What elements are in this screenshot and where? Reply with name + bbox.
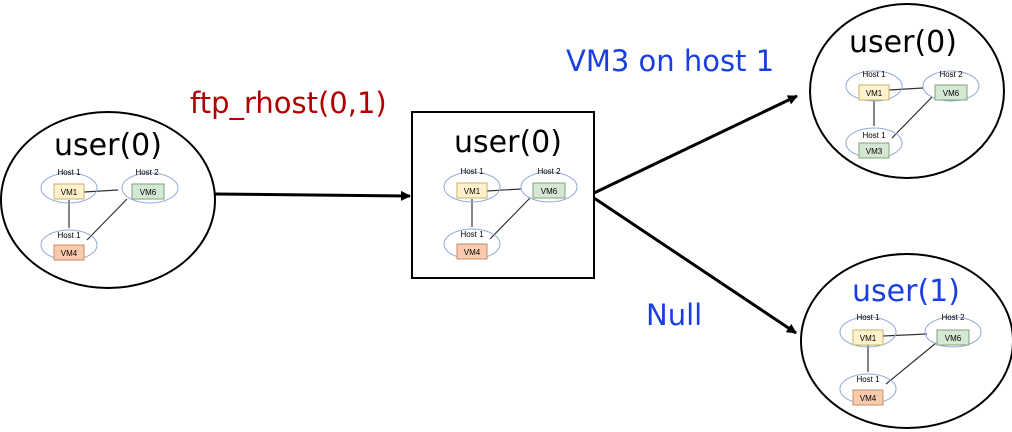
- host-label-bottom: Host 1: [862, 131, 886, 140]
- host-label-bottom: Host 1: [460, 230, 484, 239]
- vm-top-left: [858, 84, 890, 101]
- host-group-top-right: [924, 316, 982, 348]
- host-label-top-left: Host 1: [862, 70, 886, 79]
- vm-bottom: [53, 244, 85, 261]
- state-upper-result-title: user(0): [849, 25, 957, 60]
- vm-top-left: [456, 182, 488, 199]
- host-label-top-right: Host 2: [537, 167, 561, 176]
- vm-top-left: [852, 329, 884, 346]
- upper-edge-arrow: [593, 94, 798, 195]
- state-lower-result: user(1) Host 1 Host 2 Host 1 VM1 VM6 VM4: [800, 253, 1012, 429]
- vm-bottom: [456, 243, 488, 260]
- vm-label-bottom: VM4: [61, 249, 78, 258]
- state-upper-result: user(0) Host 1 Host 2 Host 1 VM1 VM6 VM3: [809, 3, 1005, 179]
- network-upper-result: Host 1 Host 2 Host 1 VM1 VM6 VM3: [845, 70, 980, 159]
- host-label-top-left: Host 1: [57, 168, 81, 177]
- network-initial: Host 1 Host 2 Host 1 VM1 VM6 VM4: [40, 168, 179, 261]
- link-top: [882, 333, 928, 337]
- vm-top-right: [532, 182, 566, 199]
- vm-label-top-left: VM1: [464, 187, 481, 196]
- lower-edge-arrow: [593, 196, 797, 335]
- link-top: [83, 189, 119, 193]
- host-group-top-right: [922, 70, 980, 102]
- network-lower-result: Host 1 Host 2 Host 1 VM1 VM6 VM4: [839, 313, 982, 406]
- network-middle: Host 1 Host 2 Host 1 VM1 VM6 VM4: [443, 167, 578, 260]
- vm-label-top-right: VM6: [945, 334, 962, 343]
- action-edge-label: ftp_rhost(0,1): [190, 86, 387, 120]
- vm-label-top-left: VM1: [860, 334, 877, 343]
- state-initial: user(0) Host 1 Host 2 Host 1 VM1 VM6 VM4: [0, 111, 216, 289]
- host-label-bottom: Host 1: [856, 375, 880, 384]
- host-group-top-left: [839, 316, 897, 348]
- link-diagonal: [86, 198, 128, 241]
- link-diagonal: [891, 96, 933, 139]
- host-label-top-left: Host 1: [856, 313, 880, 322]
- vm-label-top-right: VM6: [541, 187, 558, 196]
- vm-bottom: [852, 389, 884, 406]
- state-upper-result-border: [809, 3, 1005, 179]
- host-label-top-right: Host 2: [941, 313, 965, 322]
- host-group-top-left: [443, 171, 501, 203]
- state-initial-border: [0, 111, 216, 289]
- host-label-top-right: Host 2: [939, 70, 963, 79]
- host-group-top-left: [40, 172, 98, 204]
- state-middle-title: user(0): [454, 125, 562, 160]
- host-group-top-right: [121, 172, 179, 204]
- vm-top-right: [934, 84, 968, 101]
- link-top: [888, 87, 924, 91]
- link-top: [486, 188, 522, 192]
- vm-label-top-left: VM1: [61, 188, 78, 197]
- vm-label-top-left: VM1: [866, 89, 883, 98]
- vm-top-left: [53, 183, 85, 200]
- vm-label-top-right: VM6: [140, 188, 157, 197]
- host-label-top-left: Host 1: [460, 167, 484, 176]
- vm-label-bottom: VM4: [860, 394, 877, 403]
- lower-edge-label: Null: [646, 298, 702, 332]
- host-label-bottom: Host 1: [57, 231, 81, 240]
- vm-label-bottom: VM4: [464, 248, 481, 257]
- state-lower-result-border: [800, 253, 1012, 429]
- link-diagonal: [885, 342, 937, 385]
- host-label-top-right: Host 2: [135, 168, 159, 177]
- host-group-top-right: [520, 171, 578, 203]
- vm-label-top-right: VM6: [943, 89, 960, 98]
- state-middle: user(0) Host 1 Host 2 Host 1 VM1 VM6 VM4: [411, 111, 595, 279]
- state-lower-result-title: user(1): [852, 274, 960, 309]
- host-group-top-left: [845, 70, 903, 102]
- action-edge-arrow: [214, 190, 411, 201]
- link-diagonal: [489, 197, 531, 240]
- upper-edge-label: VM3 on host 1: [566, 44, 774, 78]
- vm-top-right: [936, 329, 970, 346]
- vm-top-right: [131, 183, 165, 200]
- vm-bottom: [858, 142, 890, 159]
- state-initial-title: user(0): [54, 128, 162, 163]
- vm-label-bottom: VM3: [866, 147, 883, 156]
